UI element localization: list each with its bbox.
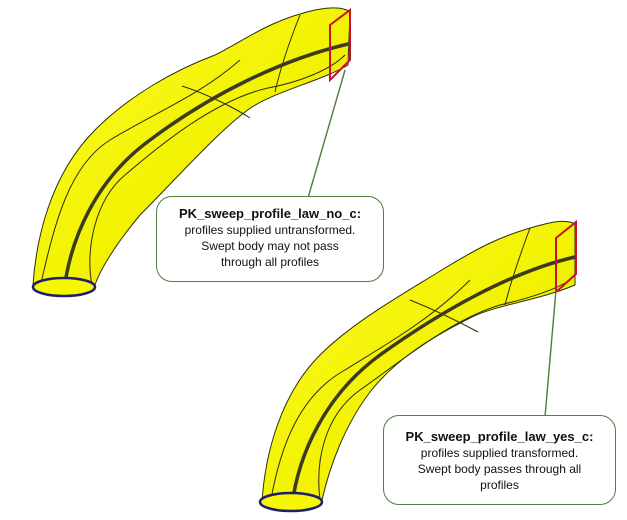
callout-line: profiles supplied untransformed.: [184, 223, 356, 237]
twist-line: [409, 299, 479, 333]
twist-line: [274, 14, 301, 93]
end-profile: [555, 219, 577, 295]
twist-line: [89, 54, 346, 286]
base-profile: [31, 276, 97, 298]
twist-line: [504, 227, 531, 306]
spine-curve: [290, 255, 577, 508]
base-profile: [258, 491, 324, 513]
callout-transform: PK_sweep_profile_law_yes_c: profiles sup…: [383, 415, 616, 505]
swept-body-bottom: [258, 219, 577, 513]
swept-body-top: [31, 7, 351, 298]
callout-title: PK_sweep_profile_law_yes_c:: [405, 429, 594, 444]
twist-line: [181, 85, 251, 119]
callout-line: profiles supplied transformed.: [420, 446, 579, 460]
callout-line: Swept body may not pass: [201, 239, 339, 253]
leader-line-bottom: [544, 289, 557, 418]
leader-line-top: [307, 69, 346, 199]
callout-line: profiles: [480, 478, 519, 492]
twist-line: [39, 59, 241, 289]
end-profile: [329, 8, 351, 83]
callout-title: PK_sweep_profile_law_no_c:: [178, 206, 362, 221]
callout-line: through all profiles: [220, 255, 320, 269]
twist-line: [269, 279, 471, 506]
spine-curve: [62, 42, 350, 293]
callout-line: Swept body passes through all: [417, 462, 582, 476]
callout-no-transform: PK_sweep_profile_law_no_c: profiles supp…: [156, 196, 384, 282]
twist-line: [318, 279, 571, 501]
